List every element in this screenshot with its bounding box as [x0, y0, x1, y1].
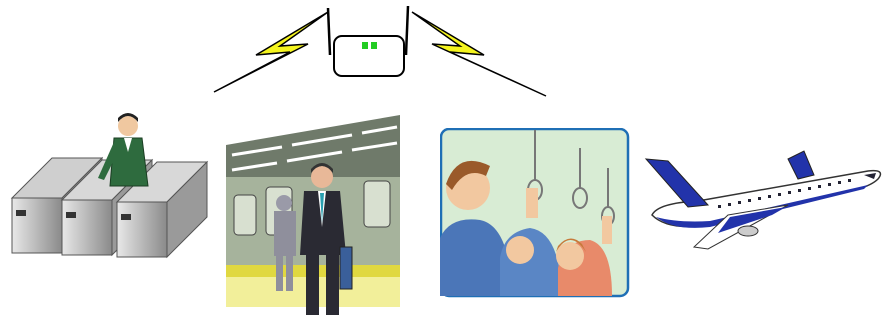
airplane-scene: [638, 145, 886, 255]
lightning-bolt-icon: [412, 12, 546, 96]
lightning-bolt-icon: [214, 12, 328, 92]
commuter-figure: [98, 113, 148, 186]
ticket-gate-icon: [12, 158, 207, 257]
wireless-router-icon: [328, 6, 408, 76]
airplane-icon: [646, 151, 880, 249]
wireless-signal-diagram: [200, 0, 560, 105]
ticket-gate-scene: [2, 108, 217, 263]
train-interior-scene: [440, 128, 630, 298]
train-platform-scene: [222, 115, 400, 325]
train-passengers-icon: [440, 129, 628, 296]
